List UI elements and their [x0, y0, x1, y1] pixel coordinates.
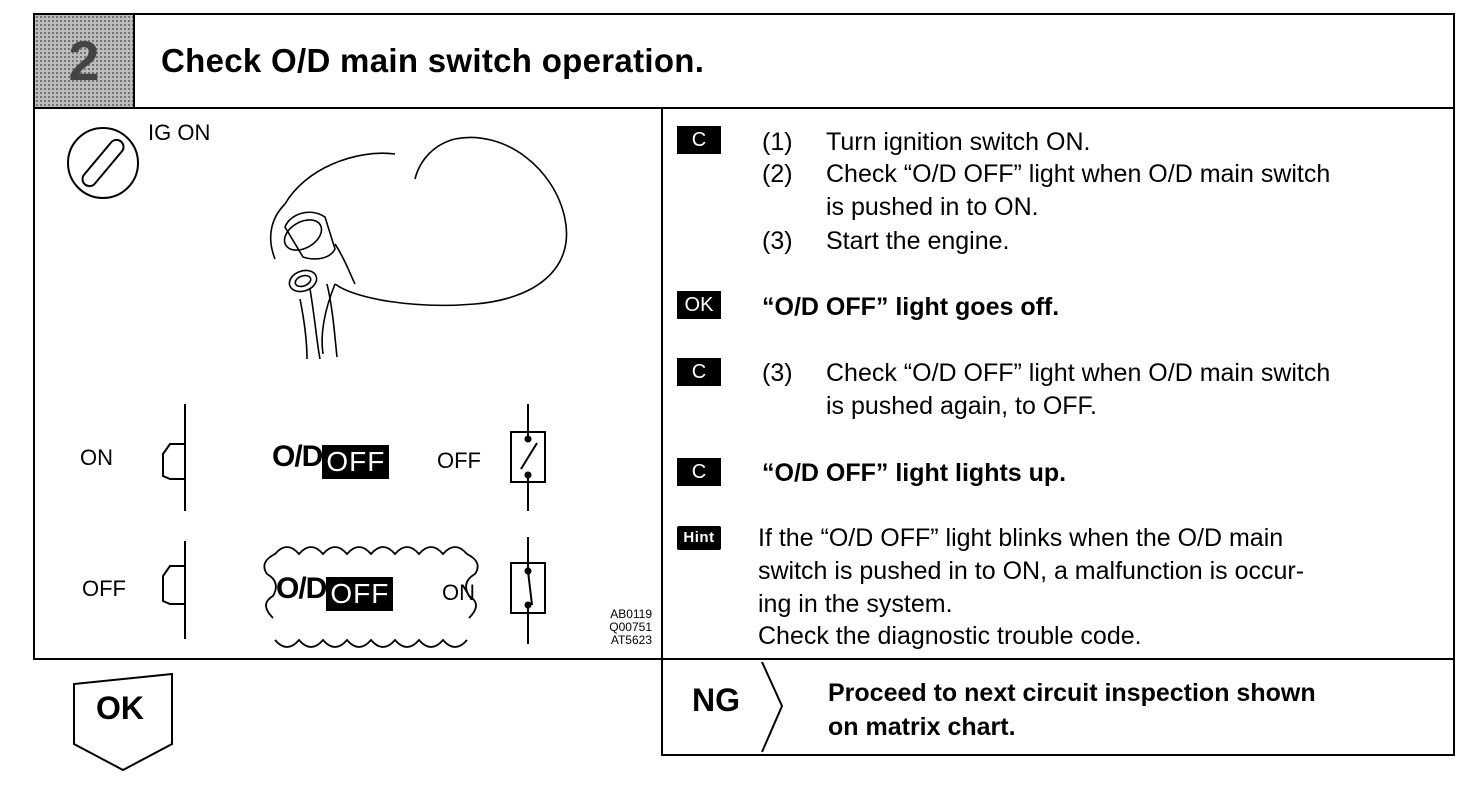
hint-text: If the “O/D OFF” light blinks when the O… [758, 524, 1284, 552]
ignition-key-icon [67, 127, 139, 199]
switch-location-sketch [269, 136, 568, 360]
step-number: (3) [762, 359, 793, 387]
check-result-text: “O/D OFF” light lights up. [762, 459, 1067, 487]
illustration-panel [33, 107, 663, 660]
step-number: (1) [762, 128, 793, 156]
page-title: Check O/D main switch operation. [161, 42, 705, 79]
switch-on-label: ON [442, 580, 475, 605]
check-badge: C [677, 126, 721, 154]
ok-result-text: “O/D OFF” light goes off. [762, 293, 1060, 321]
hint-text: ing in the system. [758, 590, 953, 618]
off-box: OFF [322, 444, 390, 479]
od-text: O/D [272, 440, 323, 473]
hint-badge: Hint [677, 526, 721, 550]
step-text: is pushed again, to OFF. [826, 392, 1097, 420]
switch-off-contact-symbol [510, 404, 546, 511]
check-badge: C [677, 458, 721, 486]
step-text: Check “O/D OFF” light when O/D main swit… [826, 160, 1331, 188]
switch-on-symbol [162, 404, 186, 511]
figure-codes: AB0119 Q00751 AT5623 [609, 607, 652, 647]
blinking-indicator-outline [263, 546, 479, 648]
step-header: 2 Check O/D main switch operation. [33, 13, 1455, 109]
ig-on-label: IG ON [148, 120, 211, 145]
ok-badge: OK [677, 291, 721, 319]
od-text: O/D [276, 572, 327, 605]
step-number: 2 [35, 15, 135, 107]
step-text: Check “O/D OFF” light when O/D main swit… [826, 359, 1331, 387]
switch-on-contact-symbol [510, 537, 546, 644]
step-number: (2) [762, 160, 793, 188]
instruction-panel [661, 107, 1455, 660]
hint-text: switch is pushed in to ON, a malfunction… [758, 557, 1305, 585]
ok-arrow-shape [73, 672, 173, 772]
ng-chevron-icon [761, 661, 784, 753]
step-text: Turn ignition switch ON. [826, 128, 1091, 156]
row-off-label: OFF [82, 576, 126, 601]
off-box: OFF [326, 576, 394, 611]
step-text: Start the engine. [826, 227, 1010, 255]
switch-off-symbol [162, 541, 186, 639]
hint-text: Check the diagnostic trouble code. [758, 622, 1142, 650]
switch-off-label: OFF [437, 448, 481, 473]
ng-instruction: Proceed to next circuit inspection shown… [828, 679, 1316, 741]
illustration-drawing [67, 127, 568, 648]
check-badge: C [677, 358, 721, 386]
step-number: (3) [762, 227, 793, 255]
ng-result-box [661, 658, 1455, 756]
row-on-label: ON [80, 445, 113, 470]
ng-label: NG [692, 682, 740, 718]
step-text: is pushed in to ON. [826, 193, 1039, 221]
ok-label: OK [96, 690, 144, 726]
